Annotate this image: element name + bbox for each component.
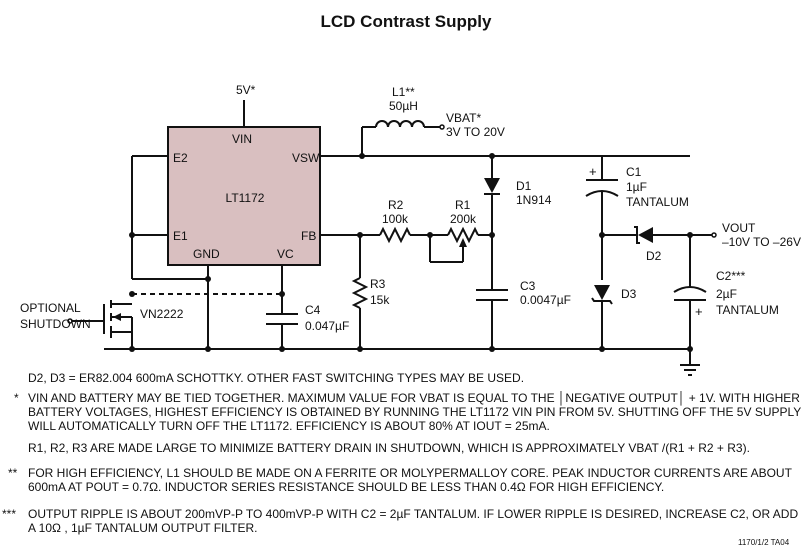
pin-e2: E2 xyxy=(173,151,188,165)
note-1-line-1: VIN AND BATTERY MAY BE TIED TOGETHER. MA… xyxy=(28,391,800,405)
c2-plate-top xyxy=(673,286,707,293)
junction-dot xyxy=(489,232,495,238)
d2-diode xyxy=(638,227,653,243)
vbat-range: 3V TO 20V xyxy=(446,125,505,139)
figure-reference: 1170/1/2 TA04 xyxy=(738,538,790,547)
l1-value: 50µH xyxy=(389,99,418,113)
junction-dot xyxy=(205,346,211,352)
fet-arrow xyxy=(113,313,121,321)
junction-dot xyxy=(599,232,605,238)
l1-label: L1** xyxy=(392,85,415,99)
pin-vc: VC xyxy=(277,247,294,261)
r2-label: R2 xyxy=(388,198,404,212)
c2-type: TANTALUM xyxy=(716,303,779,317)
junction-dot xyxy=(129,232,135,238)
d3-label: D3 xyxy=(621,287,637,301)
junction-dot xyxy=(357,346,363,352)
c1-plus: + xyxy=(589,164,597,179)
c2-value: 2µF xyxy=(716,287,737,301)
note-1-line-4: R1, R2, R3 ARE MADE LARGE TO MINIMIZE BA… xyxy=(28,441,750,455)
r1-wiper xyxy=(459,238,467,247)
c1-value: 1µF xyxy=(626,180,647,194)
lt1172-chip xyxy=(167,126,321,266)
r1-label: R1 xyxy=(455,198,471,212)
c1-type: TANTALUM xyxy=(626,195,689,209)
c2-label: C2*** xyxy=(716,269,746,283)
d1-label: D1 xyxy=(516,179,532,193)
junction-dot xyxy=(687,346,693,352)
c3-label: C3 xyxy=(520,279,536,293)
c1-plate-bottom xyxy=(585,190,619,197)
shutdown-label: SHUTDOWN xyxy=(20,317,91,331)
c1-label: C1 xyxy=(626,165,642,179)
junction-dot xyxy=(427,232,433,238)
junction-dot xyxy=(489,346,495,352)
junction-dot xyxy=(129,291,135,297)
chip-name: LT1172 xyxy=(226,191,265,205)
junction-dot xyxy=(687,232,693,238)
l1-inductor xyxy=(375,120,425,128)
junction-dot xyxy=(357,232,363,238)
note-3-line-2: A 10Ω , 1µF TANTALUM OUTPUT FILTER. xyxy=(28,521,258,535)
supply-5v-label: 5V* xyxy=(236,83,256,97)
r3-label: R3 xyxy=(370,277,386,291)
r1-value: 200k xyxy=(450,212,477,226)
vbat-label: VBAT* xyxy=(446,111,481,125)
note-marker-2: ** xyxy=(8,466,18,480)
note-1-line-2: BATTERY VOLTAGES, HIGHEST EFFICIENCY IS … xyxy=(28,405,802,419)
c2-plus: + xyxy=(695,304,703,319)
pin-fb: FB xyxy=(301,229,316,243)
note-1-line-3: WILL AUTOMATICALLY TURN OFF THE LT1172. … xyxy=(28,419,550,433)
page-title: LCD Contrast Supply xyxy=(321,12,492,31)
d3-diode xyxy=(594,285,610,300)
pin-vin: VIN xyxy=(232,132,252,146)
junction-dot xyxy=(129,346,135,352)
pin-e1: E1 xyxy=(173,229,188,243)
junction-dot xyxy=(205,276,211,282)
note-marker-3: *** xyxy=(2,507,17,521)
d1-diode xyxy=(484,178,500,193)
junction-dot xyxy=(599,346,605,352)
c4-label: C4 xyxy=(305,303,321,317)
note-2-line-1: FOR HIGH EFFICIENCY, L1 SHOULD BE MADE O… xyxy=(28,466,792,480)
r1-resistor xyxy=(447,226,479,244)
pin-vsw: VSW xyxy=(292,151,320,165)
junction-dot xyxy=(489,153,495,159)
vout-label: VOUT xyxy=(722,221,756,235)
r3-value: 15k xyxy=(370,293,390,307)
optional-label: OPTIONAL xyxy=(20,301,81,315)
d1-part: 1N914 xyxy=(516,193,552,207)
r2-value: 100k xyxy=(382,212,409,226)
junction-dot xyxy=(359,153,365,159)
vout-range: –10V TO –26V xyxy=(722,235,801,249)
note-diodes: D2, D3 = ER82.004 600mA SCHOTTKY. OTHER … xyxy=(28,371,525,385)
note-marker-1: * xyxy=(14,391,19,405)
r3-resistor xyxy=(351,277,369,309)
note-3-line-1: OUTPUT RIPPLE IS ABOUT 200mVP-P TO 400mV… xyxy=(28,507,799,521)
junction-dot xyxy=(279,346,285,352)
junction-dot xyxy=(279,291,285,297)
note-2-line-2: 600mA AT POUT = 0.7Ω. INDUCTOR SERIES RE… xyxy=(28,480,665,494)
pin-gnd: GND xyxy=(193,247,220,261)
d2-label: D2 xyxy=(646,249,662,263)
c3-value: 0.0047µF xyxy=(520,293,571,307)
r2-resistor xyxy=(379,226,411,244)
fet-label: VN2222 xyxy=(140,307,184,321)
c4-value: 0.047µF xyxy=(305,319,349,333)
